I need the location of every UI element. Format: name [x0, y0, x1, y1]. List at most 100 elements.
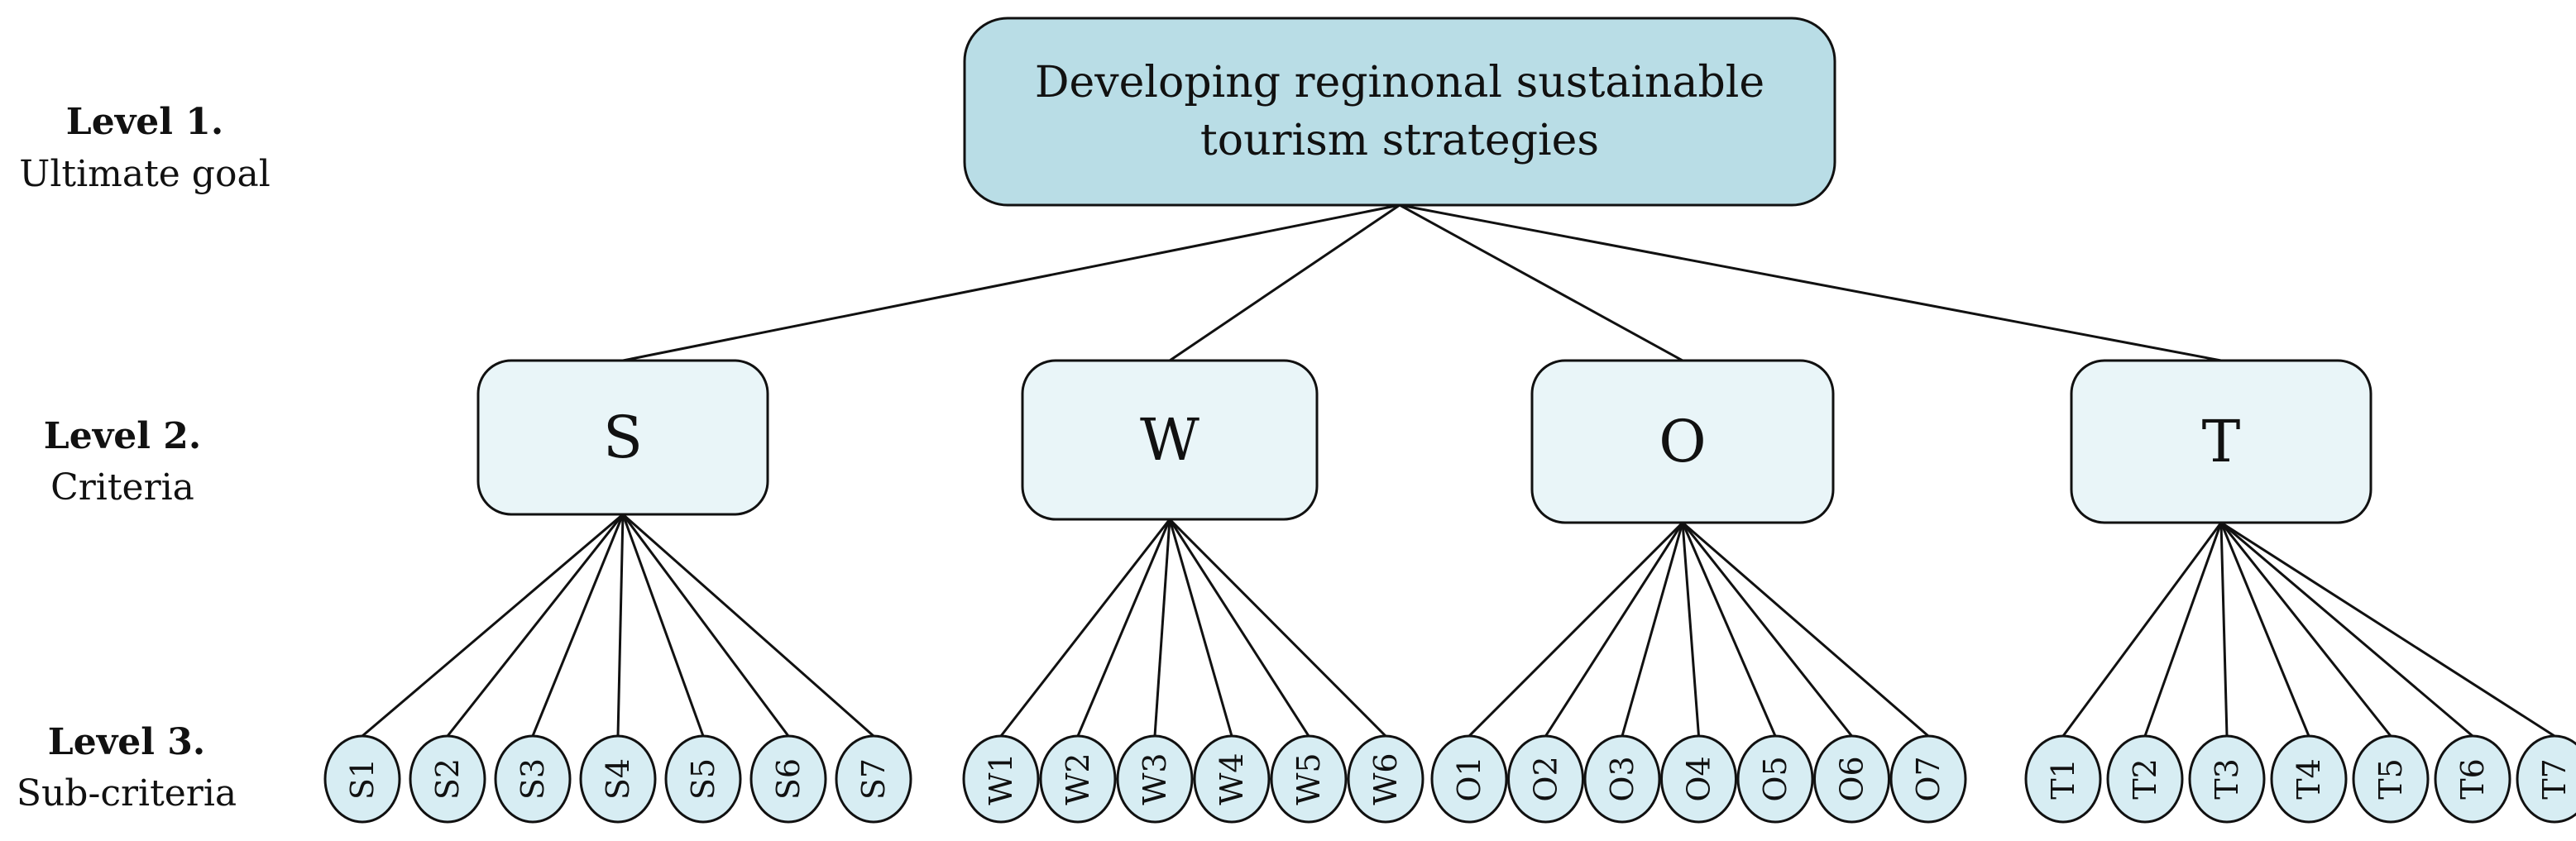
subcriterion-node-t2: T2 — [2106, 734, 2184, 824]
subcriterion-node-s5: S5 — [664, 734, 742, 824]
subcriterion-label: S1 — [344, 758, 381, 800]
subcriterion-node-s6: S6 — [749, 734, 827, 824]
subcriterion-node-t5: T5 — [2352, 734, 2430, 824]
edge-s6 — [621, 514, 790, 737]
subcriterion-ellipse — [1193, 734, 1271, 824]
subcriteria-layer: S1 S2 S3 S4 S5 S6 S7 W1 W2 W3 W4 W5 W6 O1 O2 O3 O4 O5 O6 O7… — [323, 734, 2576, 824]
subcriterion-ellipse — [1430, 734, 1508, 824]
subcriterion-ellipse — [1116, 734, 1194, 824]
edge-t5 — [2219, 522, 2392, 737]
edge-s4 — [616, 514, 625, 737]
subcriterion-node-t1: T1 — [2024, 734, 2102, 824]
level-3-label: Level 3. Sub-criteria — [17, 721, 237, 815]
criterion-label: O — [1659, 408, 1706, 475]
criterion-box — [1021, 359, 1319, 521]
edge-s3 — [531, 514, 625, 737]
subcriterion-node-s7: S7 — [835, 734, 912, 824]
subcriterion-ellipse — [1039, 734, 1117, 824]
subcriterion-node-t4: T4 — [2270, 734, 2348, 824]
goal-to-s-line — [622, 203, 1401, 362]
subcriterion-label: W2 — [1060, 753, 1096, 805]
edge-s7 — [622, 513, 874, 738]
subcriterion-label: S3 — [515, 758, 551, 800]
subcriterion-ellipse — [1270, 734, 1348, 824]
subcriterion-ellipse — [2516, 734, 2576, 824]
subcriterion-label: T2 — [2127, 758, 2163, 800]
criterion-node-o: O — [1530, 359, 1835, 524]
subcriterion-ellipse — [2106, 734, 2184, 824]
subcriterion-node-o5: O5 — [1736, 734, 1814, 824]
edge-o3 — [1621, 522, 1684, 737]
subcriterion-node-w1: W1 — [962, 734, 1040, 824]
subcriterion-ellipse — [962, 734, 1040, 824]
subcriterion-ellipse — [1660, 734, 1737, 824]
subcriterion-label: W5 — [1290, 753, 1327, 805]
subcriterion-node-w5: W5 — [1270, 734, 1348, 824]
subcriterion-label: T6 — [2454, 758, 2491, 800]
edge-s1 — [362, 513, 624, 738]
edge-o4 — [1681, 522, 1700, 737]
subcriterion-label: O1 — [1451, 756, 1487, 801]
criterion-node-s: S — [476, 359, 769, 516]
subcriterion-ellipse — [1736, 734, 1814, 824]
subcriterion-ellipse — [835, 734, 912, 824]
goal-node: Developing reginonal sustainable tourism… — [963, 17, 1836, 207]
subcriterion-node-o3: O3 — [1583, 734, 1661, 824]
edge-t4 — [2219, 522, 2310, 737]
edge-s5 — [621, 514, 705, 737]
subcriterion-label: W3 — [1137, 753, 1173, 805]
subcriterion-node-o7: O7 — [1889, 734, 1967, 824]
subcriterion-ellipse — [323, 734, 401, 824]
subcriterion-node-s3: S3 — [494, 734, 572, 824]
subcriterion-ellipse — [2270, 734, 2348, 824]
subcriterion-node-t6: T6 — [2434, 734, 2511, 824]
subcriterion-ellipse — [2352, 734, 2430, 824]
subcriterion-label: S2 — [429, 758, 466, 800]
edge-w5 — [1168, 518, 1310, 737]
edge-t2 — [2143, 522, 2223, 737]
subcriterion-node-o6: O6 — [1813, 734, 1890, 824]
subcriterion-label: S6 — [770, 758, 807, 800]
subcriterion-ellipse — [1347, 734, 1424, 824]
subcriterion-node-s4: S4 — [579, 734, 657, 824]
edge-w6 — [1168, 518, 1387, 738]
edge-w3 — [1153, 518, 1171, 737]
subcriterion-ellipse — [2434, 734, 2511, 824]
level-2-subtitle: Criteria — [50, 466, 194, 509]
subcriterion-ellipse — [1583, 734, 1661, 824]
subcriterion-ellipse — [2024, 734, 2102, 824]
criterion-label: W — [1140, 406, 1199, 474]
subcriterion-ellipse — [2188, 734, 2266, 824]
subcriterion-ellipse — [409, 734, 486, 824]
subcriterion-label: O5 — [1757, 756, 1793, 801]
level-2-label: Level 2. Criteria — [44, 415, 201, 509]
subcriterion-node-w2: W2 — [1039, 734, 1117, 824]
subcriterion-node-t3: T3 — [2188, 734, 2266, 824]
edge-t6 — [2220, 521, 2473, 738]
criterion-node-t: T — [2070, 359, 2373, 524]
subcriterion-label: O2 — [1528, 756, 1564, 801]
edge-w1 — [999, 518, 1171, 737]
subcriterion-label: T5 — [2373, 758, 2409, 800]
subcriterion-label: T1 — [2045, 758, 2081, 800]
criterion-box — [2070, 359, 2373, 524]
edge-t3 — [2219, 522, 2229, 737]
subcriterion-ellipse — [494, 734, 572, 824]
goal-box — [963, 17, 1836, 207]
edge-t7 — [2220, 521, 2555, 738]
subcriterion-label: W4 — [1214, 753, 1250, 805]
edge-o1 — [1468, 521, 1684, 738]
subcriterion-label: S5 — [685, 758, 721, 800]
subcriterion-ellipse — [1813, 734, 1890, 824]
goal-to-o-line — [1399, 203, 1683, 362]
subcriterion-ellipse — [749, 734, 827, 824]
subcriterion-node-w6: W6 — [1347, 734, 1424, 824]
edge-o6 — [1681, 522, 1853, 737]
subcriterion-label: O4 — [1681, 756, 1717, 801]
level-3-subtitle: Sub-criteria — [17, 772, 237, 815]
connector-lines — [362, 203, 2555, 738]
subcriterion-node-t7: T7 — [2516, 734, 2576, 824]
subcriterion-label: O6 — [1834, 756, 1870, 801]
